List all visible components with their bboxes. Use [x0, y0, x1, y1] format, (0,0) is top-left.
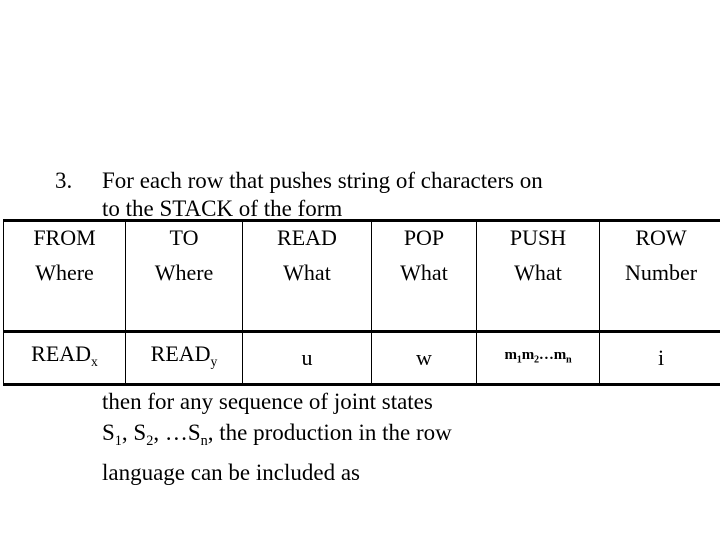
- table-header-row: FROM Where TO Where READ What POP What P…: [3, 219, 720, 332]
- table-header-pop-what: POP What: [371, 219, 477, 332]
- state-separator-1: ,: [121, 420, 134, 445]
- header-from-where-line1: FROM: [33, 225, 96, 250]
- tail-line-2-rest: , the production in the row: [207, 420, 452, 445]
- push-subscript-n: n: [566, 354, 572, 366]
- table-header-from-where: FROM Where: [3, 219, 126, 332]
- cell-row-number: i: [599, 330, 720, 386]
- state-symbol-n: S: [187, 420, 201, 445]
- cell-push-what-value: m1m2…mn: [477, 342, 599, 373]
- cell-read-what: u: [242, 330, 372, 386]
- cell-from-where: READx: [3, 330, 126, 386]
- table-header-read-what: READ What: [242, 219, 372, 332]
- state-symbol-1: S: [102, 420, 115, 445]
- bullet-first-line: 3. For each row that pushes string of ch…: [55, 167, 675, 195]
- tail-line-2: S1, S2, …Sn, the production in the row: [102, 417, 702, 457]
- header-row-number-line2: Number: [624, 260, 698, 285]
- cell-to-where-value: READy: [126, 341, 242, 375]
- header-to-where-line2: Where: [154, 260, 214, 285]
- header-to-where-line1: TO: [169, 225, 199, 250]
- bullet-marker: 3.: [55, 168, 73, 193]
- header-read-what-line2: What: [283, 260, 331, 285]
- cell-from-where-subscript: x: [91, 354, 98, 370]
- state-subscript-2: 2: [146, 433, 154, 450]
- cell-from-where-base: READ: [31, 340, 92, 366]
- header-pop-what-line2: What: [400, 260, 448, 285]
- state-subscript-1: 1: [114, 433, 122, 450]
- cell-to-where: READy: [125, 330, 243, 386]
- header-read-what-line1: READ: [277, 225, 337, 250]
- cell-from-where-value: READx: [4, 341, 125, 375]
- state-separator-2: , …: [153, 420, 188, 445]
- header-row-number-line1: ROW: [635, 225, 687, 250]
- header-push-what-line1: PUSH: [509, 225, 567, 250]
- cell-to-where-base: READ: [150, 340, 211, 366]
- header-from-where-line2: Where: [35, 260, 94, 285]
- push-subscript-2: 2: [534, 354, 539, 366]
- table-header-to-where: TO Where: [125, 219, 243, 332]
- cell-row-number-value: i: [657, 345, 665, 370]
- cell-pop-what: w: [371, 330, 477, 386]
- cell-pop-what-value: w: [416, 345, 432, 370]
- trailing-paragraph: then for any sequence of joint states S1…: [102, 386, 702, 488]
- state-subscript-n: n: [200, 433, 208, 450]
- push-ellipsis: …: [538, 347, 554, 364]
- table-header-row-number: ROW Number: [599, 219, 720, 332]
- header-pop-what-line1: POP: [403, 225, 445, 250]
- row-transition-table: FROM Where TO Where READ What POP What P…: [3, 219, 720, 386]
- push-symbol-mn: m: [553, 347, 567, 364]
- cell-push-what: m1m2…mn: [476, 330, 600, 386]
- header-push-what-line2: What: [514, 260, 562, 285]
- tail-line-1: then for any sequence of joint states: [102, 389, 433, 414]
- push-symbol-m1: m: [504, 347, 518, 364]
- table-header-push-what: PUSH What: [476, 219, 600, 332]
- push-symbol-m2: m: [521, 347, 535, 364]
- bullet-line-1: For each row that pushes string of chara…: [102, 168, 543, 193]
- cell-read-what-value: u: [301, 345, 313, 370]
- cell-to-where-subscript: y: [210, 354, 218, 370]
- table-row: READx READy u w m1m2…mn i: [3, 330, 720, 386]
- state-symbol-2: S: [133, 420, 147, 445]
- push-subscript-1: 1: [516, 354, 522, 366]
- bullet-line-2: to the STACK of the form: [102, 196, 343, 221]
- tail-line-3: language can be included as: [102, 460, 360, 486]
- bullet-paragraph: 3. For each row that pushes string of ch…: [55, 167, 675, 223]
